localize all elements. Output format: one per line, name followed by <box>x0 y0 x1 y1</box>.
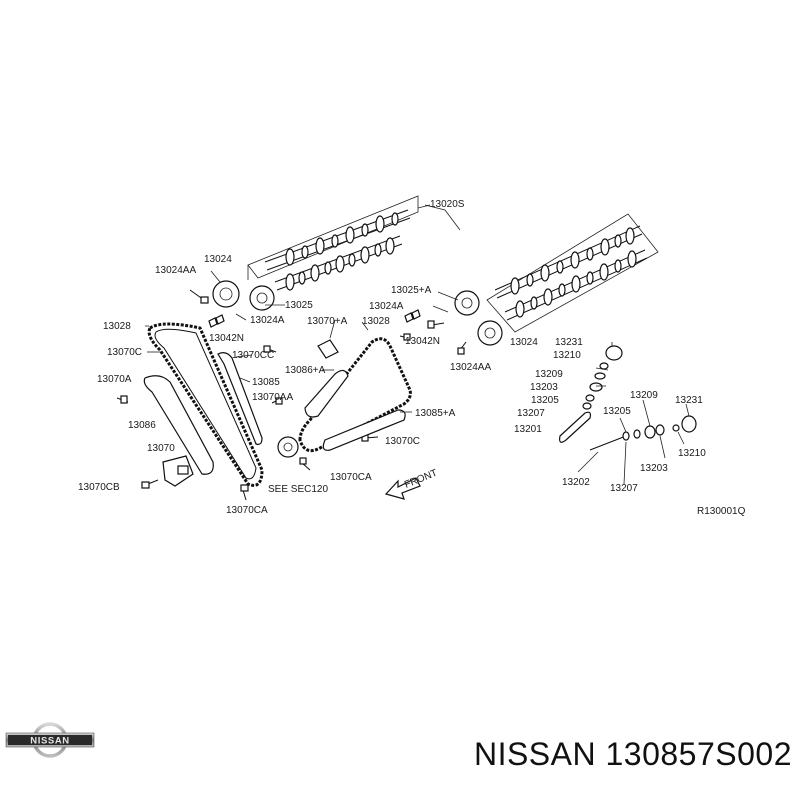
crank-sprocket <box>277 436 299 458</box>
front-arrow <box>384 477 421 500</box>
lifter-13231-right <box>681 415 697 433</box>
label-13085-A: 13085+A <box>415 408 456 419</box>
sprocket-left-upper <box>212 280 240 308</box>
label-13070: 13070 <box>147 443 175 454</box>
label-13025: 13025 <box>285 300 313 311</box>
label-13028-right: 13028 <box>362 316 390 327</box>
sprocket-right-upper <box>454 290 480 316</box>
label-13070CA-bottom: 13070CA <box>226 505 268 516</box>
label-13070CC: 13070CC <box>232 350 274 361</box>
sprocket-right-lower <box>477 320 503 346</box>
label-13070CA-mid: 13070CA <box>330 472 372 483</box>
camshaft-left-upper <box>264 209 411 271</box>
label-13207-bottom: 13207 <box>610 483 638 494</box>
label-front: FRONT <box>403 468 439 491</box>
small-parts-13042N <box>208 309 421 328</box>
label-13086: 13086 <box>128 420 156 431</box>
camshaft-assembly <box>247 195 659 333</box>
label-ref-code: R130001Q <box>697 506 746 517</box>
chain-guide-right-13085A <box>322 409 406 451</box>
label-13086-A: 13086+A <box>285 365 326 376</box>
caption-part-number: 130857S002 <box>605 736 792 772</box>
part-caption: NISSAN 130857S002 <box>380 736 792 773</box>
label-13209-left: 13209 <box>535 369 563 380</box>
label-13231-right: 13231 <box>675 395 703 406</box>
label-13025-A: 13025+A <box>391 285 432 296</box>
camshaft-right-lower <box>504 249 648 321</box>
label-13085: 13085 <box>252 377 280 388</box>
label-13070CB: 13070CB <box>78 482 120 493</box>
timing-chain-right <box>298 337 412 453</box>
label-13024A-right: 13024A <box>369 301 404 312</box>
label-13042N-right: 13042N <box>405 336 440 347</box>
label-13205-right: 13205 <box>603 406 631 417</box>
label-13024-left: 13024 <box>204 254 232 265</box>
label-13209-right: 13209 <box>630 390 658 401</box>
label-13070C-right: 13070C <box>385 436 420 447</box>
chain-guide-left-13086 <box>143 375 214 475</box>
label-13042N-left: 13042N <box>209 333 244 344</box>
label-13070-A: 13070+A <box>307 316 348 327</box>
label-13070AA: 13070AA <box>252 392 293 403</box>
label-13024AA-left: 13024AA <box>155 265 196 276</box>
tensioner-13070A <box>317 339 339 359</box>
nissan-logo: NISSAN <box>5 722 95 758</box>
label-see-sec120: SEE SEC120 <box>268 484 328 495</box>
label-13020S: 13020S <box>430 199 465 210</box>
label-13203-left: 13203 <box>530 382 558 393</box>
timing-chain-left <box>147 322 264 487</box>
camshaft-right-upper <box>494 225 643 299</box>
valve-13201 <box>559 411 592 443</box>
tensioner-13070 <box>162 455 194 487</box>
label-13210-right: 13210 <box>678 448 706 459</box>
caption-brand: NISSAN <box>473 736 597 772</box>
label-13070C-left: 13070C <box>107 347 142 358</box>
camshaft-left-lower <box>274 235 403 291</box>
sprocket-left-lower <box>249 285 275 311</box>
chain-guide-left-13085 <box>217 352 263 445</box>
chain-guide-right-13086A <box>304 369 349 418</box>
label-13201: 13201 <box>514 424 542 435</box>
label-13207-left: 13207 <box>517 408 545 419</box>
label-13024AA-right: 13024AA <box>450 362 491 373</box>
label-13028-left: 13028 <box>103 321 131 332</box>
bolts <box>116 289 467 501</box>
label-13202: 13202 <box>562 477 590 488</box>
leader-lines <box>145 270 690 485</box>
label-13203-right: 13203 <box>640 463 668 474</box>
label-13205-left: 13205 <box>531 395 559 406</box>
label-13024A-left: 13024A <box>250 315 285 326</box>
label-13231-top: 13231 <box>555 337 583 348</box>
logo-text: NISSAN <box>30 736 70 747</box>
valve-train <box>559 345 697 451</box>
label-13024-right: 13024 <box>510 337 538 348</box>
label-13070A: 13070A <box>97 374 132 385</box>
label-13210-top: 13210 <box>553 350 581 361</box>
lifter-13231-top <box>605 345 623 361</box>
